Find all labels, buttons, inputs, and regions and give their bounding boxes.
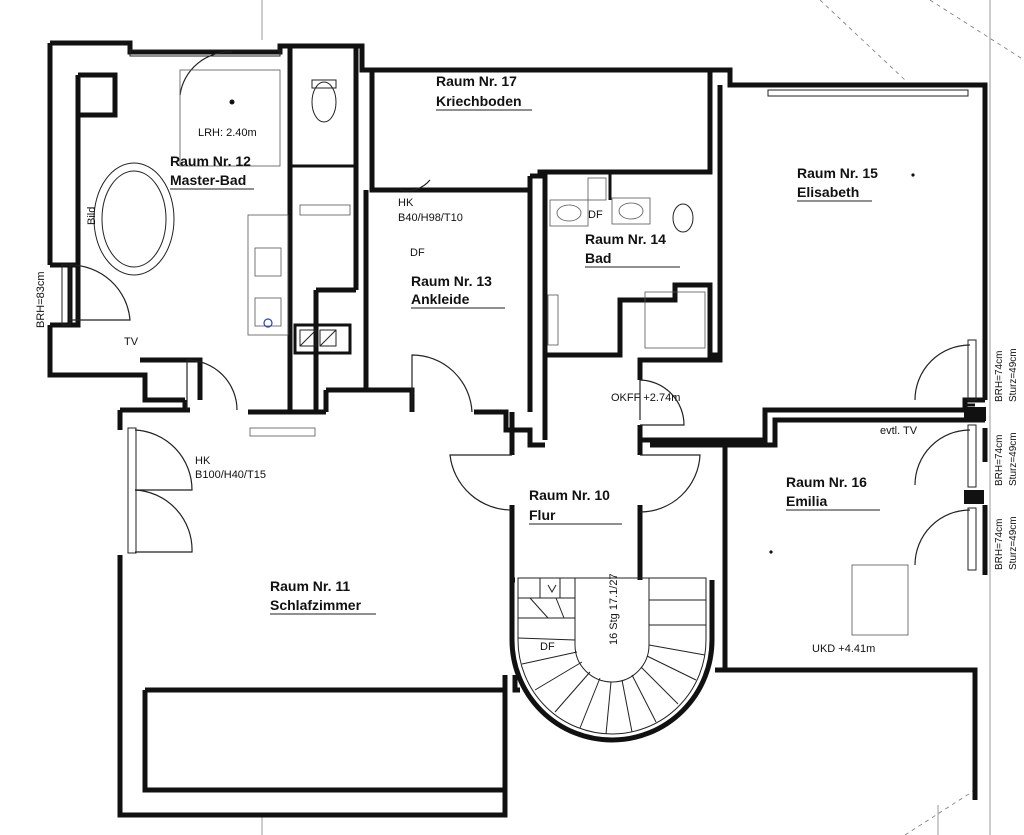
- hk-ankleide-label: HK: [398, 197, 414, 209]
- room-10-number: Raum Nr. 10: [529, 487, 610, 503]
- sturz-49-label-3: Sturz=49cm: [1008, 516, 1019, 570]
- sturz-49-label-2: Sturz=49cm: [1008, 432, 1019, 486]
- room-13-name: Ankleide: [411, 291, 470, 307]
- axis-lines: [261, 0, 1024, 835]
- hk-schlaf-label: HK: [195, 455, 211, 467]
- brh-74-label-2: BRH=74cm: [994, 435, 1005, 486]
- room-16-name: Emilia: [786, 493, 827, 509]
- lrh-label: LRH: 2.40m: [198, 127, 257, 139]
- ukd-label: UKD +4.41m: [812, 643, 875, 655]
- outer-walls: [47, 40, 988, 818]
- room-15-number: Raum Nr. 15: [797, 165, 878, 181]
- room-11-name: Schlafzimmer: [270, 597, 362, 613]
- spiral-staircase: [509, 577, 715, 743]
- sturz-49-label-1: Sturz=49cm: [1008, 348, 1019, 402]
- hk-ankleide-dims: B40/H98/T10: [398, 212, 463, 224]
- room-14-name: Bad: [585, 250, 611, 266]
- stair-label: 16 Stg 17.1/27: [608, 573, 620, 645]
- brh-83-label: BRH=83cm: [35, 271, 47, 328]
- room-labels: Raum Nr. 17 Kriechboden Raum Nr. 12 Mast…: [170, 73, 880, 615]
- room-12-name: Master-Bad: [170, 172, 246, 188]
- evtl-tv-label: evtl. TV: [880, 425, 918, 437]
- bild-label: Bild: [86, 207, 98, 225]
- df-bad-label: DF: [588, 209, 603, 221]
- room-15-name: Elisabeth: [797, 184, 859, 200]
- fixtures: [93, 69, 915, 636]
- room-17-name: Kriechboden: [436, 93, 522, 109]
- brh-74-label-3: BRH=74cm: [994, 519, 1005, 570]
- annotations: LRH: 2.40m Bild TV BRH=83cm HK B40/H98/T…: [35, 127, 1019, 655]
- tv-label: TV: [124, 336, 139, 348]
- hk-schlaf-dims: B100/H40/T15: [195, 469, 266, 481]
- room-12-number: Raum Nr. 12: [170, 153, 251, 169]
- brh-74-label-1: BRH=74cm: [994, 351, 1005, 402]
- df-ankleide-label: DF: [410, 247, 425, 259]
- room-13-number: Raum Nr. 13: [411, 273, 492, 289]
- room-10-name: Flur: [529, 507, 556, 523]
- interior-walls: [117, 46, 986, 670]
- room-16-number: Raum Nr. 16: [786, 474, 867, 490]
- windows: [61, 49, 977, 571]
- okff-label: OKFF +2.74m: [611, 392, 680, 404]
- door-swings: [69, 51, 971, 566]
- room-17-number: Raum Nr. 17: [436, 73, 517, 89]
- df-stair-label: DF: [540, 641, 555, 653]
- room-14-number: Raum Nr. 14: [585, 231, 666, 247]
- room-11-number: Raum Nr. 11: [270, 578, 350, 594]
